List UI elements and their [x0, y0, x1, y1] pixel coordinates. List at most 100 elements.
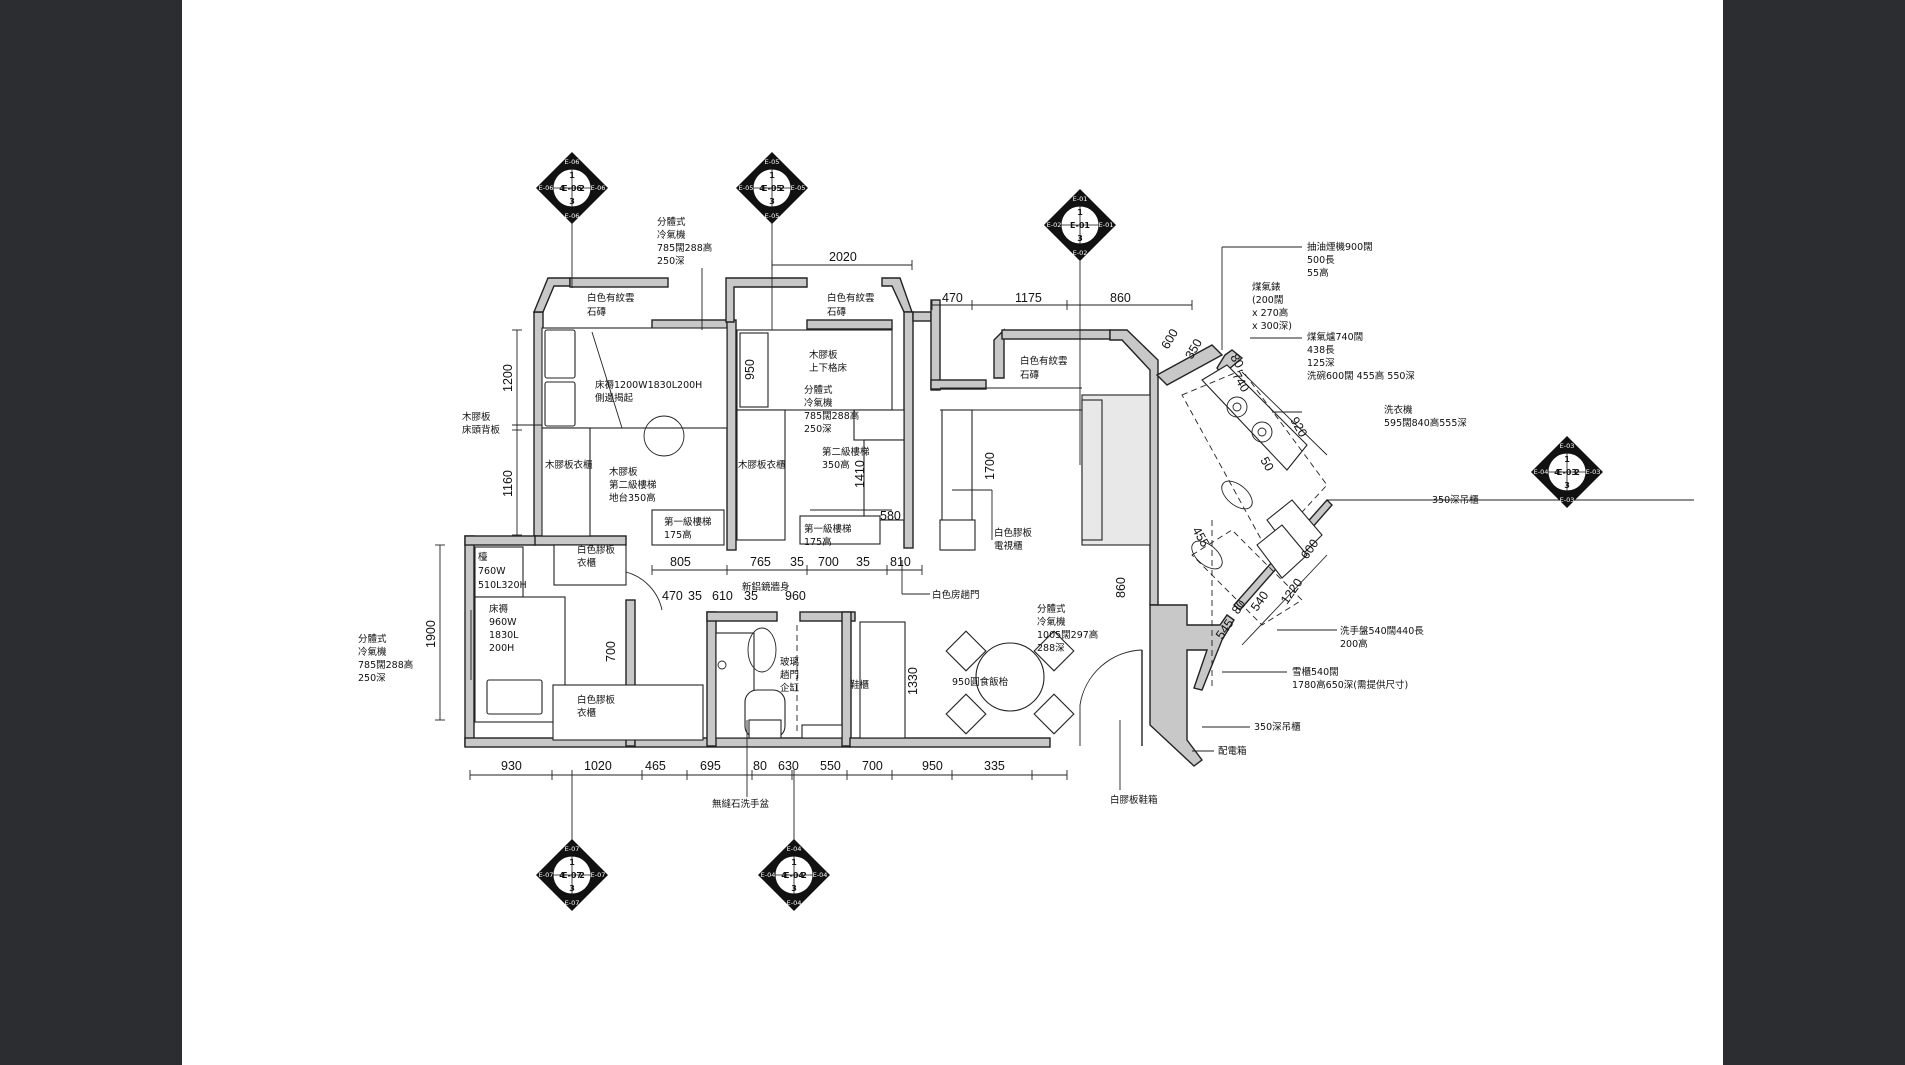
wall	[903, 311, 914, 549]
label-bed-3: 床褥	[489, 603, 509, 615]
dim-1200: 1200	[501, 364, 515, 392]
label-step-3b: 350高	[822, 459, 850, 471]
pillow	[544, 329, 576, 379]
wall	[464, 535, 475, 747]
marker-text: E-03	[1560, 442, 1575, 450]
marker-text: 1	[1564, 455, 1570, 464]
wall	[569, 277, 669, 288]
marker-text: 1	[569, 858, 575, 867]
label-hood: 抽油煙機900闊	[1307, 241, 1373, 253]
marker-text: E-04	[1534, 468, 1549, 476]
floor-plan: 1234E-06E-06E-06E-06E-061234E-05E-05E-05…	[358, 152, 1694, 911]
burner	[1226, 396, 1248, 418]
dim-765: 765	[750, 555, 771, 569]
label-fridge: 雪櫃540闊	[1292, 666, 1339, 678]
marker-text: 4	[559, 184, 565, 193]
wall	[799, 611, 856, 622]
dim-805: 805	[670, 555, 691, 569]
marker-text: E-05	[765, 158, 780, 166]
marker-text: E-01	[1073, 195, 1088, 203]
label-headboard-b: 床頭背板	[462, 424, 501, 436]
hang-cabinet-outline	[1181, 369, 1328, 551]
ac-2-unit	[853, 409, 905, 441]
label-bed-3b: 960W	[489, 617, 517, 628]
label-ac-3b: 冷氣機	[358, 646, 387, 658]
dim-bath-960: 960	[785, 589, 806, 603]
label-shoe: 鞋櫃	[850, 679, 870, 691]
marker-text: E-03	[1557, 468, 1577, 477]
dim-v-1330: 1330	[906, 667, 920, 695]
stair-block	[863, 439, 905, 521]
marker-text: E-05	[762, 184, 782, 193]
label-wardrobe-4: 白色膠板	[577, 694, 616, 706]
label-headboard: 木膠板	[462, 411, 491, 423]
label-elec: 配電箱	[1218, 745, 1247, 757]
ceiling-fan-symbol	[643, 415, 685, 457]
marker-text: E-07	[539, 871, 554, 879]
wall	[806, 319, 893, 330]
wardrobe-3	[553, 544, 627, 586]
dim-1020: 1020	[584, 759, 612, 773]
wardrobe-1	[541, 427, 591, 537]
label-bed-1: 床褥1200W1830L200H	[595, 379, 702, 391]
wall	[930, 379, 987, 390]
marker-text: E-01	[1099, 221, 1114, 229]
pillow	[739, 332, 769, 408]
marker-text: E-06	[565, 158, 580, 166]
label-desk-b: 760W	[478, 566, 506, 577]
marker-text: E-06	[565, 212, 580, 220]
label-ac-2d: 250深	[804, 424, 832, 435]
marker-text: 4	[1554, 468, 1560, 477]
dim-35b: 35	[856, 555, 870, 569]
marker-leaders	[571, 215, 1081, 848]
living-box	[939, 519, 976, 551]
label-bay-2b: 石磚	[827, 306, 847, 318]
dim-k-50: 50	[1257, 455, 1276, 474]
dim-630: 630	[778, 759, 799, 773]
dim-1160: 1160	[501, 470, 515, 497]
wall	[1001, 329, 1111, 340]
wall	[725, 277, 808, 323]
label-bay-3b: 石磚	[1020, 369, 1040, 381]
label-leaders	[512, 246, 1337, 797]
dim-2020: 2020	[829, 250, 857, 264]
room-labels: 白色有紋雲 石磚 白色有紋雲 石磚 白色有紋雲 石磚 分體式 冷氣機 785闊2…	[358, 216, 1479, 810]
label-hang-1: 350深吊櫃	[1432, 494, 1479, 506]
dim-k-1220: 1220	[1278, 576, 1305, 607]
label-ac-2b: 冷氣機	[804, 397, 833, 409]
wall	[533, 535, 627, 546]
marker-text: E-02	[1047, 221, 1062, 229]
marker-text: 2	[579, 871, 585, 880]
dim-k-600: 600	[1158, 326, 1181, 351]
person-figure	[1191, 540, 1223, 570]
marker-text: E-06	[591, 184, 606, 192]
label-basin: 無縫石洗手盆	[712, 798, 770, 810]
marker-text: E-07	[565, 845, 580, 853]
marker-text: 3	[791, 884, 797, 893]
dim-470: 470	[942, 291, 963, 305]
label-mirror: 新鋁鏡牆身	[742, 581, 790, 593]
marker-text: E-05	[791, 184, 806, 192]
marker-text: 4	[759, 184, 765, 193]
label-bunk: 木膠板	[809, 349, 838, 361]
dim-860: 860	[1110, 291, 1131, 305]
step-1	[651, 509, 725, 546]
label-desk-c: 510L320H	[478, 580, 527, 591]
label-gas: 煤氣錶	[1252, 281, 1281, 293]
marker-text: 3	[569, 884, 575, 893]
label-bed-1b: 側邊揭起	[595, 392, 634, 404]
dim-695: 695	[700, 759, 721, 773]
label-ac-1: 分體式	[657, 216, 686, 228]
marker-text: E-07	[591, 871, 606, 879]
burner-inner	[1232, 402, 1242, 412]
wall	[912, 311, 932, 322]
marker-text: E-06	[562, 184, 582, 193]
dim-v-700: 700	[604, 641, 618, 662]
dim-335: 335	[984, 759, 1005, 773]
